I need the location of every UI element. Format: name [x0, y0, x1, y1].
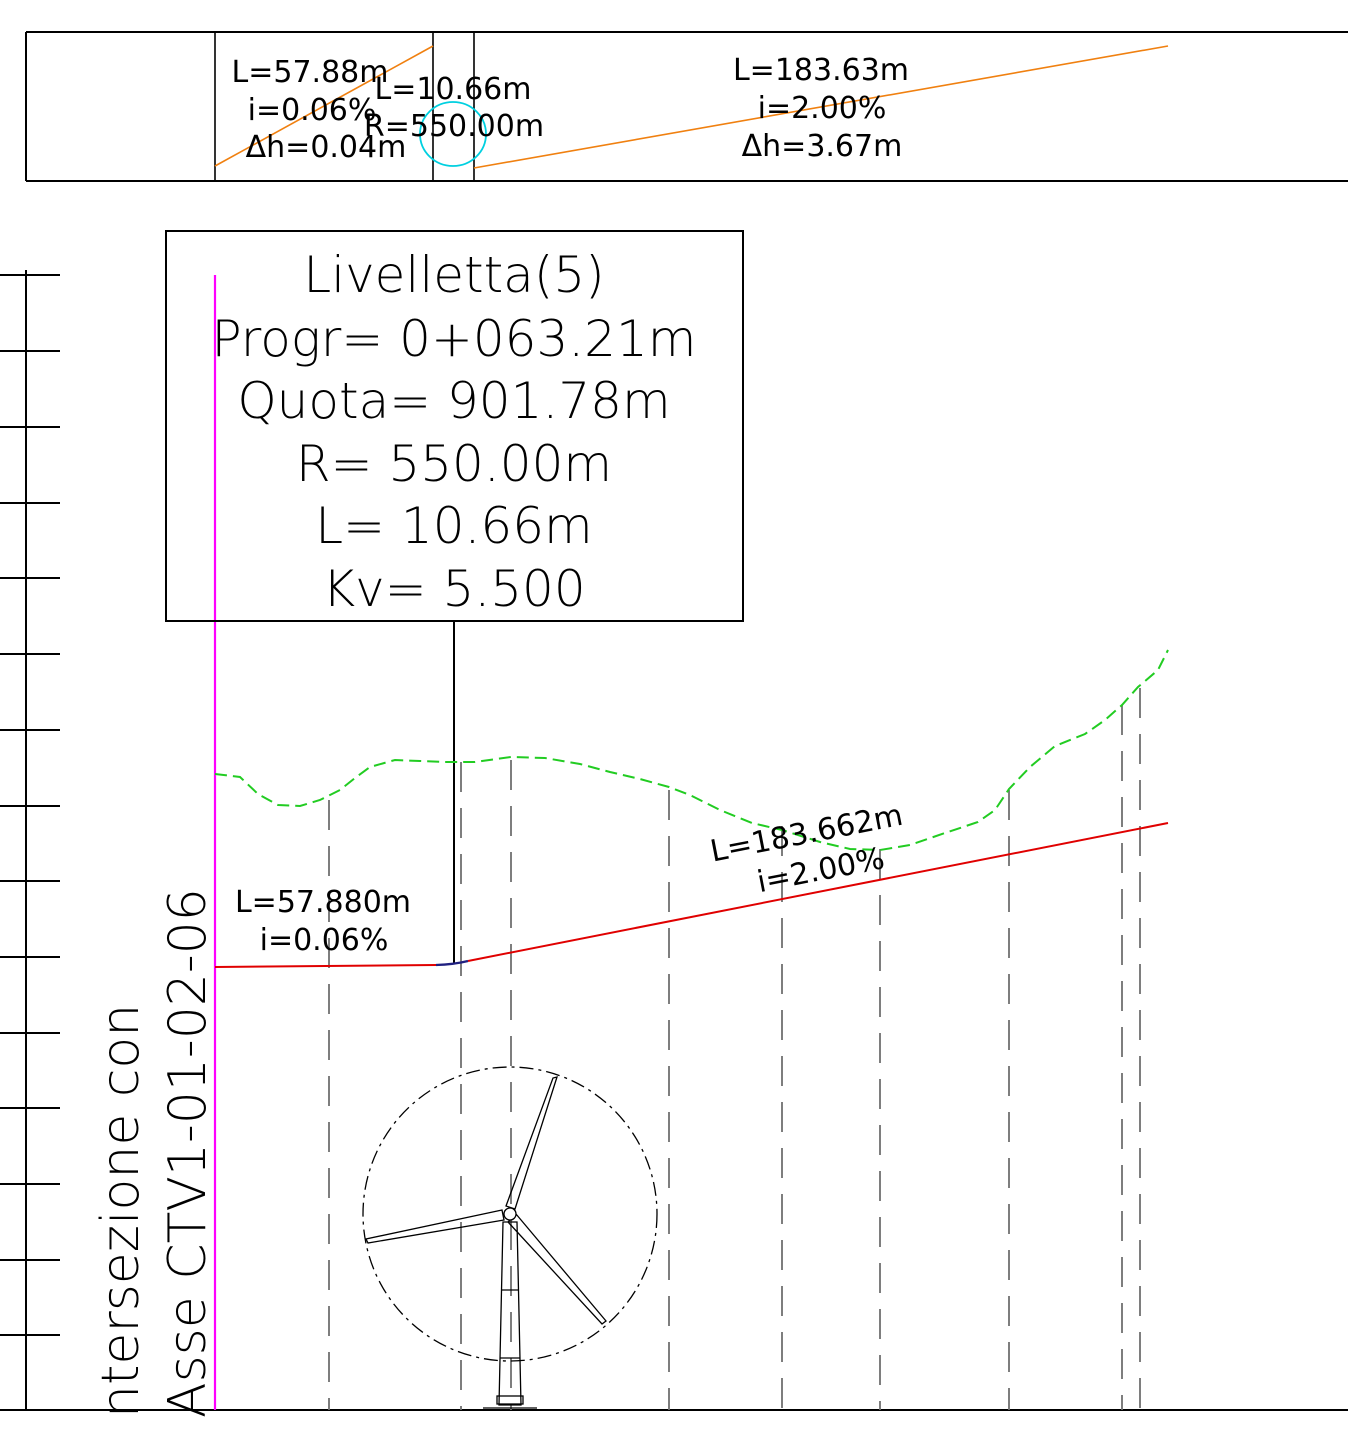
livelletta-length: L= 10.66m: [315, 497, 593, 555]
design-grade-vertical-curve: [435, 959, 469, 967]
intersection-label: ntersezione con Asse CTV1-01-02-06: [91, 888, 218, 1418]
livelletta-info-box: Livelletta(5) Progr= 0+063.21m Quota= 90…: [165, 230, 744, 964]
band-seg1-delta-h: Δh=0.04m: [246, 130, 407, 165]
livelletta-title: Livelletta(5): [303, 246, 604, 304]
turbine-tower: [498, 1221, 522, 1406]
top-grade-band: L=57.88m i=0.06% Δh=0.04m L=10.66m R=550…: [25, 31, 1348, 182]
livelletta-progr: Progr= 0+063.21m: [211, 310, 696, 368]
turbine-blade: [507, 1213, 607, 1325]
top-grade-line-1: [214, 45, 434, 167]
rotor-sweep-circle: [362, 1066, 658, 1362]
top-grade-line-2: [473, 45, 1169, 169]
turbine-blade: [365, 1209, 505, 1244]
livelletta-radius: R= 550.00m: [296, 435, 612, 493]
band-seg2-length: L=183.63m: [733, 53, 909, 88]
band-seg2-slope: i=2.00%: [758, 91, 887, 126]
elevation-ruler: [0, 270, 60, 1410]
turbine-hub: [503, 1207, 517, 1221]
profile-seg1-length: L=57.880m: [235, 885, 411, 920]
band-curve-length: L=10.66m: [375, 72, 532, 107]
design-grade: [214, 822, 1169, 968]
band-seg1-length: L=57.88m: [232, 55, 389, 90]
ground-line: [214, 649, 1169, 852]
livelletta-quota: Quota= 901.78m: [237, 372, 670, 430]
livelletta-kv: Kv= 5.500: [322, 560, 585, 618]
profile-seg1-slope: i=0.06%: [260, 923, 389, 958]
band-seg2-delta-h: Δh=3.67m: [742, 129, 903, 164]
design-grade-segment-2: [467, 822, 1169, 962]
profile-seg2-label-group: L=183.662m i=2.00%: [707, 798, 905, 900]
turbine-blade: [505, 1076, 558, 1210]
turbine-base: [496, 1395, 524, 1405]
station-lines: [328, 688, 1141, 1410]
band-curve-radius: R=550.00m: [364, 109, 544, 144]
intersection-label-line-1: ntersezione con: [91, 1004, 151, 1418]
band-seg1-slope: i=0.06%: [248, 93, 377, 128]
wind-turbine-symbol: [362, 1066, 658, 1409]
vertical-curve-circle: [419, 101, 487, 167]
design-grade-segment-1: [214, 964, 437, 968]
intersection-label-line-2: Asse CTV1-01-02-06: [158, 888, 218, 1418]
